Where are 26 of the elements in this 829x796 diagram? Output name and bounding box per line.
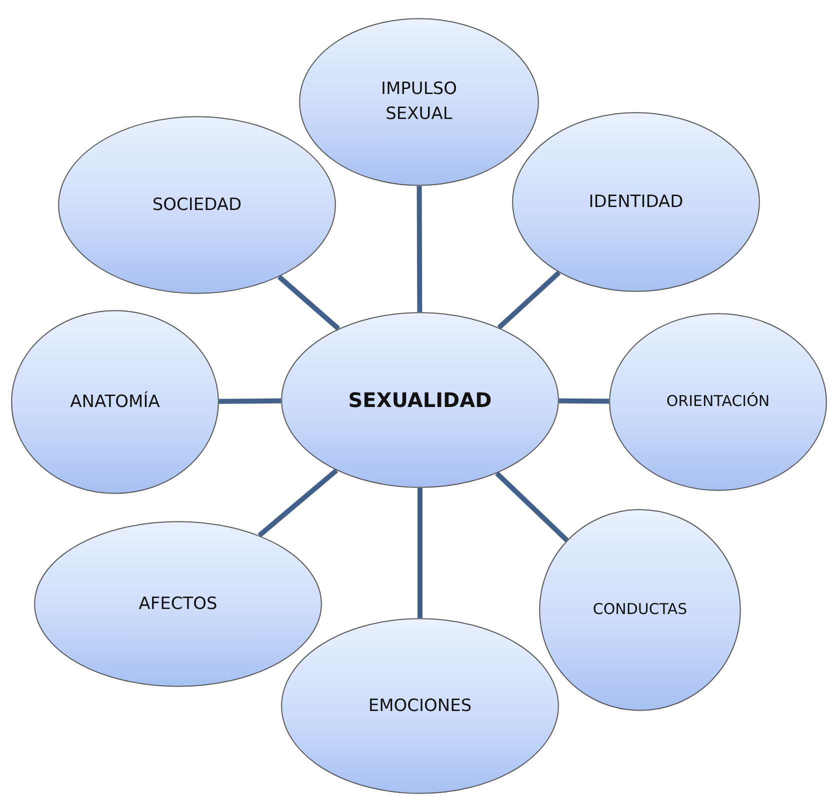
node-label: IMPULSO SEXUAL [380,78,458,126]
ellipse-node [11,310,219,494]
ellipse-node [281,618,559,794]
node-label: IDENTIDAD [588,190,684,214]
ellipse-node [512,112,760,292]
ellipse-node [609,313,827,491]
node-label: ANATOMÍA [70,390,160,414]
ellipse-node [34,521,322,687]
connector-line [258,468,338,538]
connector-line [218,398,282,404]
node-label: AFECTOS [138,592,218,616]
connector-line [277,274,340,331]
node-label: SOCIEDAD [152,194,242,217]
connector-line [418,488,422,618]
node-label: SEXUALIDAD [348,386,492,414]
connector-line [495,472,569,542]
ellipse-node [281,312,559,488]
node-label: ORIENTACIÓN [666,391,770,412]
connector-line [558,398,610,404]
ellipse-node [539,509,741,711]
ellipse-node [58,116,336,294]
node-label: EMOCIONES [368,694,472,718]
connector-line [497,270,561,330]
ellipse-node [299,18,539,186]
node-label: CONDUCTAS [592,599,688,620]
connector-line [416,186,422,312]
